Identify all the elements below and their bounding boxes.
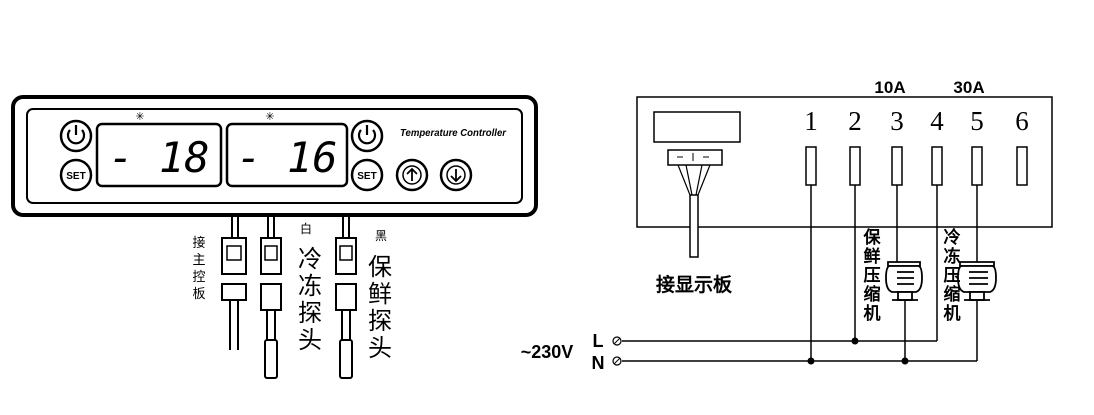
main-board-frame [636,96,1053,228]
brand-label: Temperature Controller [400,128,507,139]
power-button-right[interactable] [350,119,384,153]
terminal-pin-5 [971,146,983,186]
set-button-left-label: SET [66,171,85,182]
svg-text:鲜: 鲜 [368,280,392,308]
terminal-number-1: 1 [804,106,818,136]
svg-text:缩: 缩 [864,284,881,305]
supply-voltage-label: ~230V [521,342,574,362]
rating-10a: 10A [874,78,905,97]
rating-30a: 30A [953,78,984,97]
cable-main-board [221,215,247,350]
fresh-probe-label: 保 鲜 探 头 [368,253,392,362]
fresh-compressor-label: 保 鲜 压 缩 机 [863,227,882,324]
display-left-value: - 18 [108,133,209,182]
svg-text:头: 头 [368,334,392,362]
terminal-number-5: 5 [970,106,984,136]
terminal-number-3: 3 [890,106,904,136]
display-window-left [95,122,223,188]
compressor-fresh [885,261,923,301]
terminal-pins [805,146,1028,186]
up-button[interactable] [395,158,429,192]
svg-text:接: 接 [192,235,205,251]
terminal-number-4: 4 [930,106,944,136]
display-window-right [225,122,349,188]
arrow-up-icon [406,167,418,181]
terminal-number-6: 6 [1015,106,1029,136]
freezer-compressor-label: 冷 冻 压 缩 机 [944,227,961,324]
terminal-pin-1 [805,146,817,186]
cable-fresh-probe [335,215,357,379]
terminal-pin-2 [849,146,861,186]
set-button-right-label: SET [357,171,376,182]
cable-freezer-probe [260,215,282,379]
indicator-right: ✳ [265,110,274,123]
black-wire-label: 黑 [375,229,387,243]
probe-cables: 接 主 控 板 白 黑 冷 冻 探 头 保 鲜 探 头 [192,215,392,379]
probe-tip [339,339,353,379]
svg-text:冻: 冻 [298,272,322,300]
compressor-freezer [957,261,997,301]
line-n-label: N [592,353,605,373]
svg-text:控: 控 [192,270,205,285]
terminal-pin-6 [1016,146,1028,186]
svg-text:冷: 冷 [944,227,961,248]
terminal-number-2: 2 [848,106,862,136]
display-right-value: - 16 [236,133,337,182]
svg-text:主: 主 [192,253,205,268]
svg-text:冻: 冻 [944,246,961,267]
probe-tip [264,339,278,379]
svg-text:压: 压 [944,266,961,286]
junction-dot [851,337,859,345]
svg-text:冷: 冷 [298,245,322,273]
down-button[interactable] [439,158,473,192]
display-plug [667,149,723,166]
wiring [622,185,978,362]
white-wire-label: 白 [300,221,312,236]
power-button-left[interactable] [59,119,93,153]
junction-dot [901,357,909,365]
svg-text:压: 压 [864,266,881,286]
power-icon [66,129,86,145]
svg-text:板: 板 [192,287,205,302]
terminal-pin-4 [931,146,943,186]
svg-text:保: 保 [368,253,392,281]
main-board: 接显示板 10A 30A 1 2 3 4 5 6 [521,78,1053,373]
svg-text:机: 机 [864,303,881,324]
svg-text:探: 探 [298,299,322,327]
main-board-label: 接 主 控 板 [192,235,205,302]
power-icon [357,129,377,145]
svg-text:机: 机 [944,303,961,324]
junction-dot [807,357,815,365]
display-board-label: 接显示板 [656,273,733,296]
controller-panel: SET ✳ ✳ - 18 - 16 SET Temperat [11,95,538,217]
line-l-label: L [593,331,604,351]
svg-text:鲜: 鲜 [864,246,881,267]
terminal-screw-l [612,336,622,346]
freezer-probe-label: 冷 冻 探 头 [298,245,322,354]
indicator-left: ✳ [135,110,144,123]
terminal-numbers: 1 2 3 4 5 6 [804,106,1029,136]
terminal-pin-3 [891,146,903,186]
display-socket [653,111,741,143]
svg-text:探: 探 [368,307,392,335]
set-button-left[interactable]: SET [59,158,93,192]
set-button-right[interactable]: SET [350,158,384,192]
svg-text:保: 保 [863,227,882,248]
arrow-down-icon [450,169,462,183]
svg-text:缩: 缩 [944,284,961,305]
display-cable [689,194,699,258]
terminal-screw-n [612,356,622,366]
controller-inner-frame [26,108,523,204]
svg-text:头: 头 [298,326,322,354]
